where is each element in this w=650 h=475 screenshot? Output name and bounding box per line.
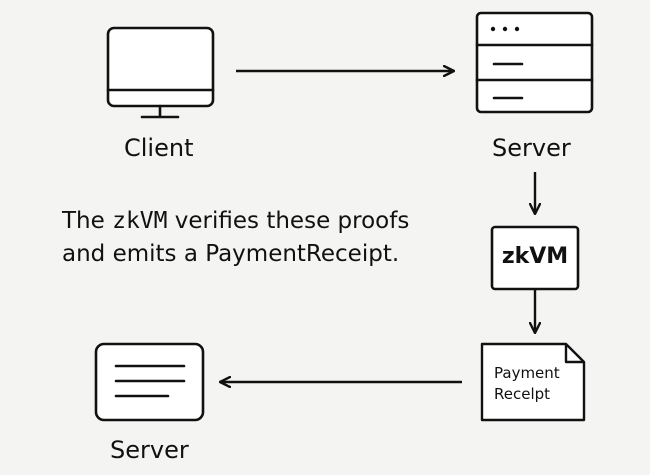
server-label-bottom: Server — [110, 436, 189, 464]
client-label: Client — [124, 134, 194, 162]
server-label-top: Server — [492, 134, 571, 162]
caption-line-2: and emits a PaymentReceipt. — [62, 241, 400, 267]
receipt-label-line-2: Recelpt — [494, 385, 551, 403]
caption-text: The zkVM verifies these proofs and emits… — [62, 205, 409, 271]
document-icon — [480, 342, 586, 422]
receipt-label-line-1: Payment — [494, 364, 560, 382]
caption-suffix: verifies these proofs — [167, 208, 410, 234]
receipt-label: Payment Recelpt — [494, 363, 560, 405]
caption-code: zkVM — [112, 208, 168, 234]
server-rack-icon — [475, 11, 594, 114]
caption-line-1: The zkVM verifies these proofs — [62, 205, 409, 238]
zkvm-label: zkVM — [501, 244, 569, 269]
monitor-icon — [106, 26, 215, 119]
message-card-icon — [94, 342, 205, 422]
caption-prefix: The — [62, 208, 113, 234]
